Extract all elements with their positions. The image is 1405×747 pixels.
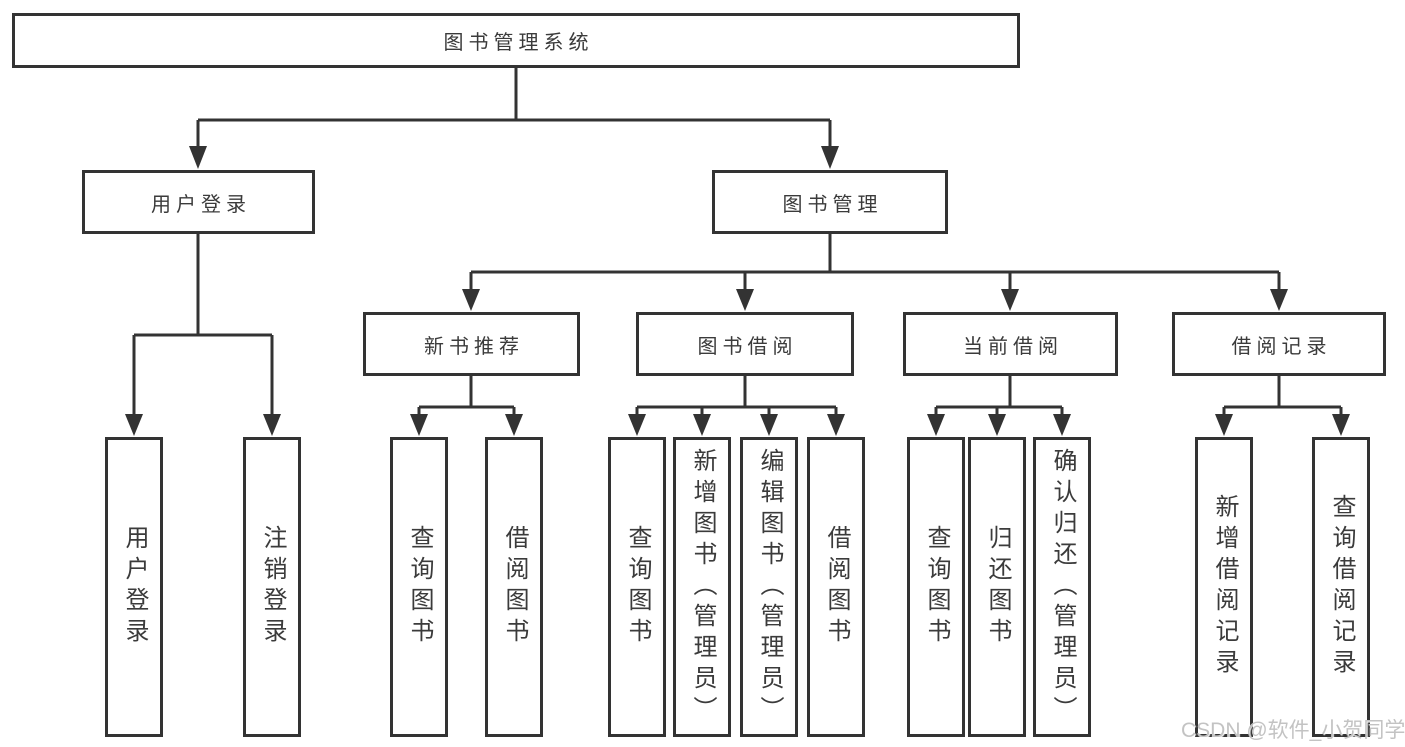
node-leaf-logout: 注销登录: [243, 437, 301, 737]
node-label: 用户登录: [121, 525, 148, 649]
node-label: 编辑图书（管理员）: [756, 447, 783, 727]
node-leaf-query-books-2: 查询图书: [608, 437, 666, 737]
node-label: 借阅图书: [823, 525, 850, 649]
node-leaf-user-login: 用户登录: [105, 437, 163, 737]
node-leaf-confirm-return-admin: 确认归还（管理员）: [1033, 437, 1091, 737]
node-label: 确认归还（管理员）: [1049, 447, 1076, 727]
connector-new-book-rec-children: [410, 376, 523, 436]
node-label: 归还图书: [984, 525, 1011, 649]
node-borrow-records: 借阅记录: [1172, 312, 1386, 376]
node-label: 新增借阅记录: [1211, 494, 1238, 680]
csdn-watermark: CSDN @软件_小贺同学: [1181, 719, 1405, 742]
connector-borrow-records-children: [1215, 376, 1350, 436]
node-book-borrow: 图书借阅: [636, 312, 854, 376]
connector-book-mgmt-children: [462, 234, 1288, 311]
node-leaf-return-books: 归还图书: [968, 437, 1026, 737]
node-label: 新增图书（管理员）: [689, 447, 716, 727]
node-user-login: 用户登录: [82, 170, 315, 234]
node-leaf-query-books-1: 查询图书: [390, 437, 448, 737]
node-label: 注销登录: [259, 525, 286, 649]
node-leaf-borrow-books-2: 借阅图书: [807, 437, 865, 737]
node-leaf-borrow-books-1: 借阅图书: [485, 437, 543, 737]
connector-user-login-children: [125, 234, 281, 436]
node-root: 图书管理系统: [12, 13, 1020, 68]
node-current-borrow: 当前借阅: [903, 312, 1118, 376]
node-book-mgmt: 图书管理: [712, 170, 948, 234]
node-new-book-rec: 新书推荐: [363, 312, 580, 376]
node-label: 查询图书: [923, 525, 950, 649]
node-leaf-add-borrow-record: 新增借阅记录: [1195, 437, 1253, 737]
node-label: 查询图书: [624, 525, 651, 649]
node-label: 查询借阅记录: [1328, 494, 1355, 680]
node-leaf-query-borrow-record: 查询借阅记录: [1312, 437, 1370, 737]
node-leaf-query-books-3: 查询图书: [907, 437, 965, 737]
node-leaf-add-books-admin: 新增图书（管理员）: [673, 437, 731, 737]
connector-root-to-level2: [189, 68, 839, 169]
connector-book-borrow-children: [628, 376, 845, 436]
node-leaf-edit-books-admin: 编辑图书（管理员）: [740, 437, 798, 737]
node-label: 查询图书: [406, 525, 433, 649]
node-label: 借阅图书: [501, 525, 528, 649]
connector-current-borrow-children: [927, 376, 1071, 436]
